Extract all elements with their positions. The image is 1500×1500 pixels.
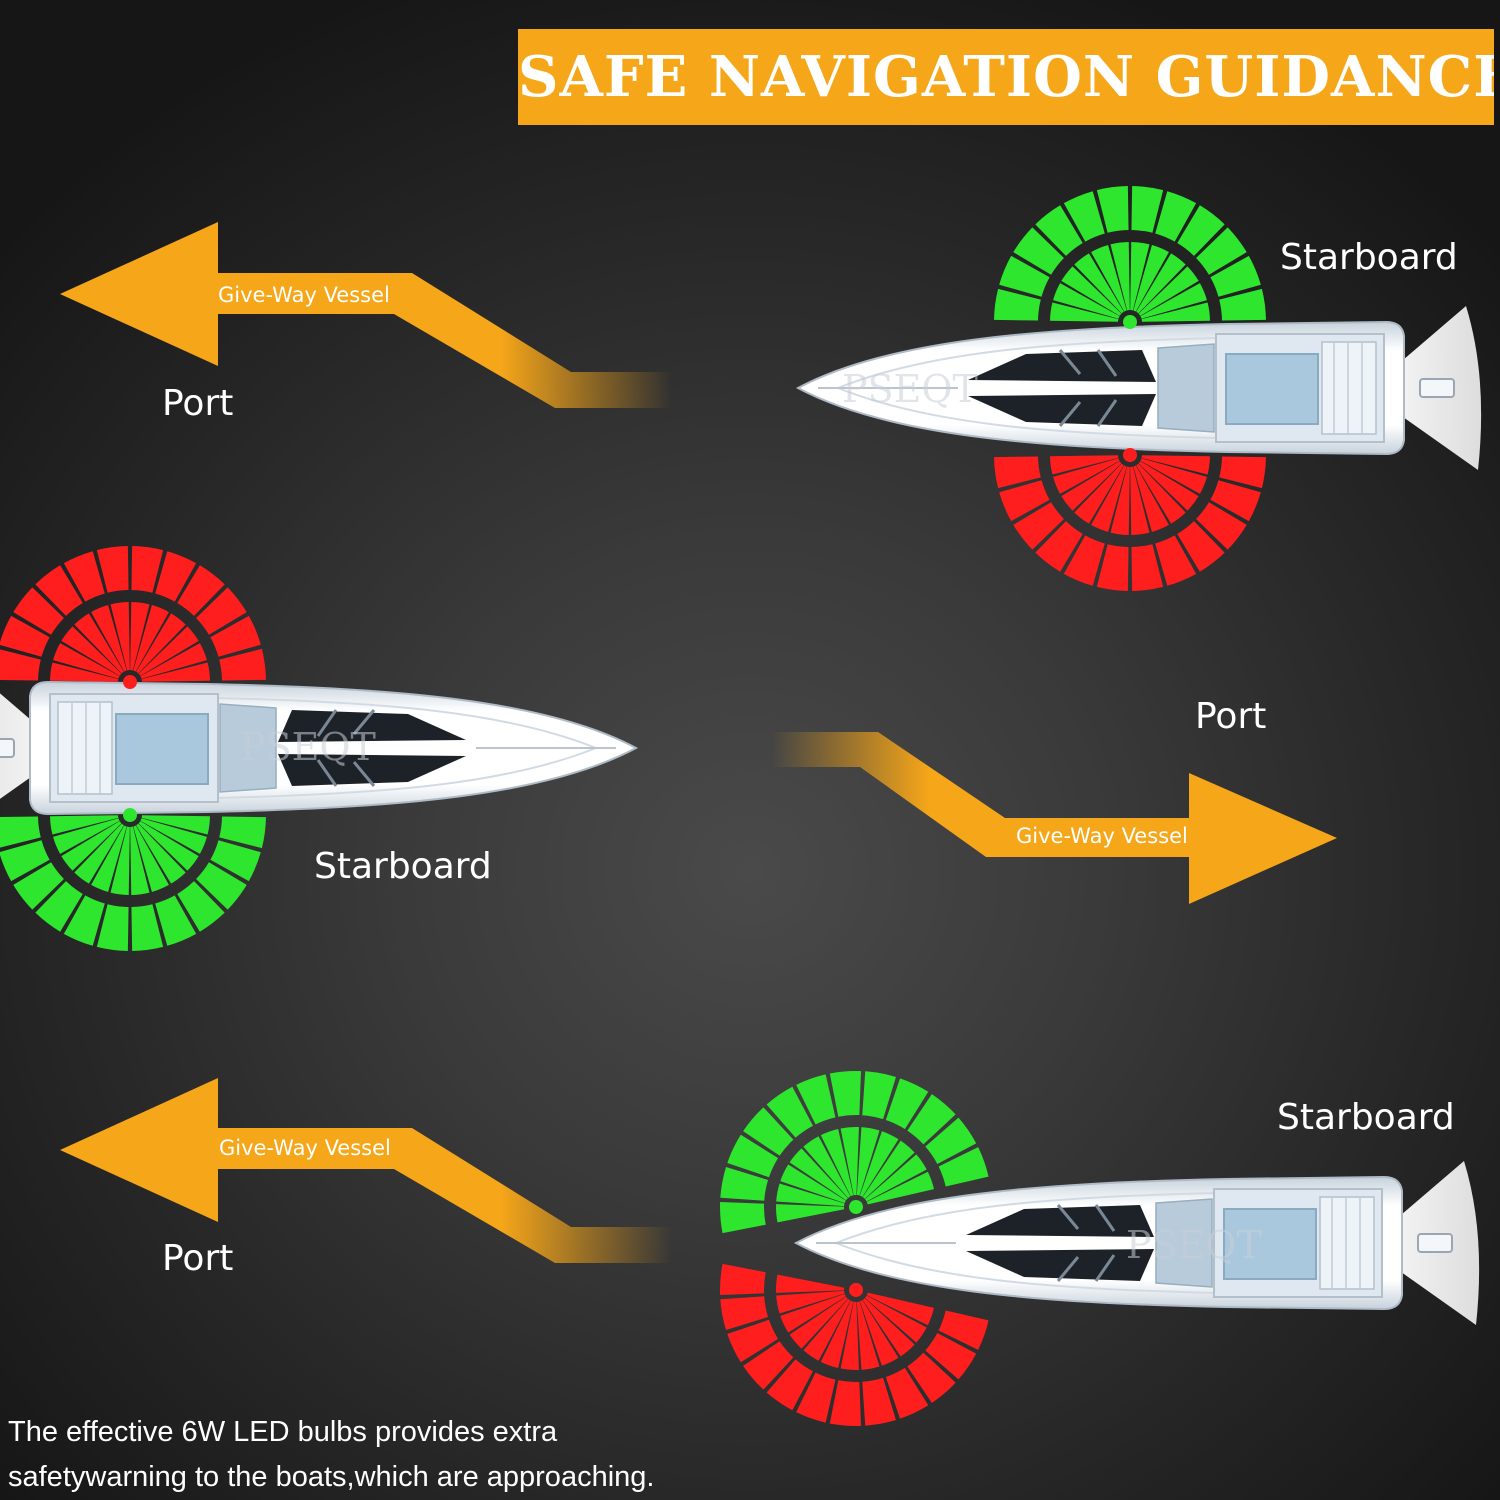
watermark-middle: PSEQT [240,725,376,769]
starboard-light-top [994,186,1266,329]
boat-top: PSEQT [796,304,1483,472]
label-port-middle: Port [1195,696,1267,737]
arrow-label-top: Give-Way Vessel [218,283,390,307]
port-light-middle [0,546,266,689]
starboard-light-middle [0,808,266,951]
label-port-bottom: Port [162,1238,234,1279]
give-way-arrow-top [60,222,672,408]
boat-middle: PSEQT [0,664,638,832]
give-way-arrow-middle [771,732,1337,904]
caption-line-2: safetywarning to the boats,which are app… [8,1461,655,1493]
arrow-label-bottom: Give-Way Vessel [219,1136,391,1160]
give-way-arrow-bottom [60,1078,672,1263]
label-starboard-bottom: Starboard [1277,1097,1455,1138]
boat-bottom: PSEQT [794,1159,1481,1327]
watermark-top: PSEQT [842,367,978,411]
label-port-top: Port [162,383,234,424]
caption: The effective 6W LED bulbs provides extr… [8,1410,768,1500]
port-light-top [994,448,1266,591]
label-starboard-top: Starboard [1280,237,1458,278]
page-title: SAFE NAVIGATION GUIDANCE [518,29,1494,125]
watermark-bottom: PSEQT [1126,1223,1262,1267]
label-starboard-middle: Starboard [314,846,492,887]
caption-line-1: The effective 6W LED bulbs provides extr… [8,1416,558,1448]
arrow-label-middle: Give-Way Vessel [1016,824,1188,848]
